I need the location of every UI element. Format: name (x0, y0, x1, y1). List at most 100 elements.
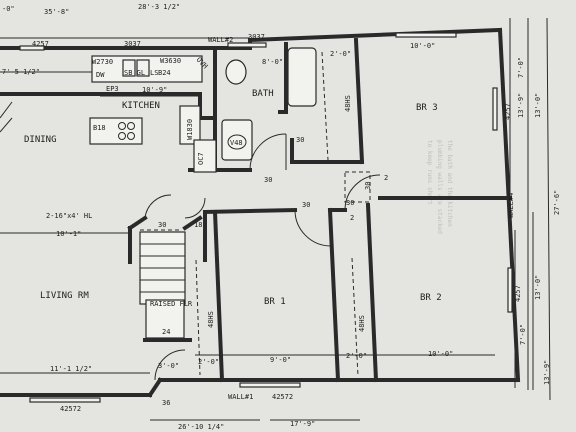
burner-icon (118, 122, 126, 130)
raised-floor (145, 299, 185, 339)
window-code: 4257 (32, 40, 49, 48)
vanity-label: V48 (230, 139, 243, 147)
dimension-labels: -0" 35'-8" 28'-3 1/2" 7'-5 1/2" 10'-9" 8… (2, 3, 561, 431)
sink-icon (122, 59, 136, 77)
door-size: 30 (346, 199, 354, 207)
window-code: 42572 (272, 393, 293, 401)
dimension-text: 17'-9" (290, 420, 315, 428)
window-code: W1830 (186, 119, 194, 140)
door-size: 30 (296, 136, 304, 144)
window-code: W2730 (92, 58, 113, 66)
shelf-label: 48HS (207, 311, 215, 328)
bleed-through-text: the bath and the kitchen plumbing walls … (426, 140, 453, 234)
dimension-text: 28'-3 1/2" (138, 3, 180, 11)
dimension-text: -0" (2, 5, 15, 13)
cabinet-label: OC7 (197, 152, 205, 165)
door-size: 2 (350, 214, 354, 222)
dimension-text: 27'-6" (553, 190, 561, 215)
window-code: 4257 (504, 103, 512, 120)
window-code: W3630 (160, 57, 181, 65)
sink-icon (136, 59, 150, 77)
dimension-text: 2'-0" (330, 50, 351, 58)
cabinet-label: B18 (93, 124, 106, 132)
dimension-text: 35'-8" (44, 8, 69, 16)
dimension-text: 13'-9" (543, 360, 551, 385)
burner-icon (127, 132, 135, 140)
dishwasher-label: DW (96, 71, 105, 79)
dimension-text: 26'-10 1/4" (178, 423, 224, 431)
stairs (139, 231, 186, 339)
dimension-text: 11'-1 1/2" (50, 365, 92, 373)
sink-label: SB GL (124, 69, 145, 77)
room-labels: KITCHEN DINING BATH BR 3 BR 1 BR 2 LIVIN… (24, 89, 442, 307)
dimension-text: 10'-0" (428, 350, 453, 358)
closet-shelves (140, 51, 371, 377)
window (507, 267, 513, 313)
door-size: 36 (162, 399, 170, 407)
room-label-bath: BATH (252, 89, 274, 99)
burner-icon (118, 132, 126, 140)
dimension-text: 7'-0" (519, 324, 527, 345)
room-label-br2: BR 2 (420, 293, 442, 303)
burner-icon (127, 122, 135, 130)
window (29, 397, 101, 403)
door-size: 30 (264, 176, 272, 184)
window-code: 3037 (124, 40, 141, 48)
window-code: 3037 (248, 33, 265, 41)
cabinet (193, 139, 217, 173)
sink-icon (227, 134, 247, 150)
dimension-text: 10'-1" (56, 230, 81, 238)
dimension-text: 2'-0" (346, 352, 367, 360)
kitchen-fixtures (89, 55, 217, 173)
vanity (221, 119, 253, 161)
room-label-kitchen: KITCHEN (122, 101, 160, 111)
dimension-text: 13'-9" (517, 93, 525, 118)
door-size: 30 (158, 221, 166, 229)
door-size: 30 (302, 201, 310, 209)
toilet-icon (225, 59, 247, 85)
bath-fixtures (221, 47, 317, 161)
cabinet (179, 105, 201, 145)
dimension-text: 13'-0" (534, 275, 542, 300)
windows (19, 32, 513, 403)
door-swings (0, 101, 381, 381)
dimension-text: 3'-0" (158, 362, 179, 370)
wall-label: WALL#1 (228, 393, 253, 401)
dimension-lines (0, 17, 551, 421)
window (19, 45, 45, 51)
range-island (89, 117, 143, 145)
bleed-line: the bath and the kitchen (446, 140, 453, 227)
cabinet-label: B24 (158, 69, 171, 77)
room-label-br3: BR 3 (416, 103, 438, 113)
dimension-text: 7'-0" (517, 57, 525, 78)
beam-label: 2-16"x4' HL (46, 212, 92, 220)
dimension-text: 2'-0" (198, 358, 219, 366)
shelf-label: 48HS (344, 95, 352, 112)
dimension-text: 8'-0" (262, 58, 283, 66)
raised-floor-label: RAISED FLR (150, 300, 193, 308)
dimension-text: 10'-9" (142, 86, 167, 94)
window (395, 32, 457, 38)
wall-label: WALL#4 (507, 193, 515, 218)
room-label-living: LIVING RM (40, 291, 89, 301)
bleed-line: plumbing walls are stacked (436, 140, 443, 234)
dimension-text: 13'-0" (534, 93, 542, 118)
dimension-text: 10'-0" (410, 42, 435, 50)
dimension-text: 7'-5 1/2" (2, 68, 40, 76)
room-label-dining: DINING (24, 135, 57, 145)
shelf-label: 48HS (358, 315, 366, 332)
window (227, 42, 267, 48)
dimension-text: 9'-0" (270, 356, 291, 364)
window-code: 4257 (514, 285, 522, 302)
bathtub-icon (287, 47, 317, 107)
lazy-susan-label: LS (150, 69, 158, 77)
window (239, 382, 301, 388)
door-size: 18 (194, 221, 202, 229)
room-label-br1: BR 1 (264, 297, 286, 307)
door-size: 24 (162, 328, 170, 336)
window-code: 42572 (60, 405, 81, 413)
bleed-line: to keep runs short (426, 140, 433, 205)
wall-label: WALL#2 (208, 36, 233, 44)
window (492, 87, 498, 131)
